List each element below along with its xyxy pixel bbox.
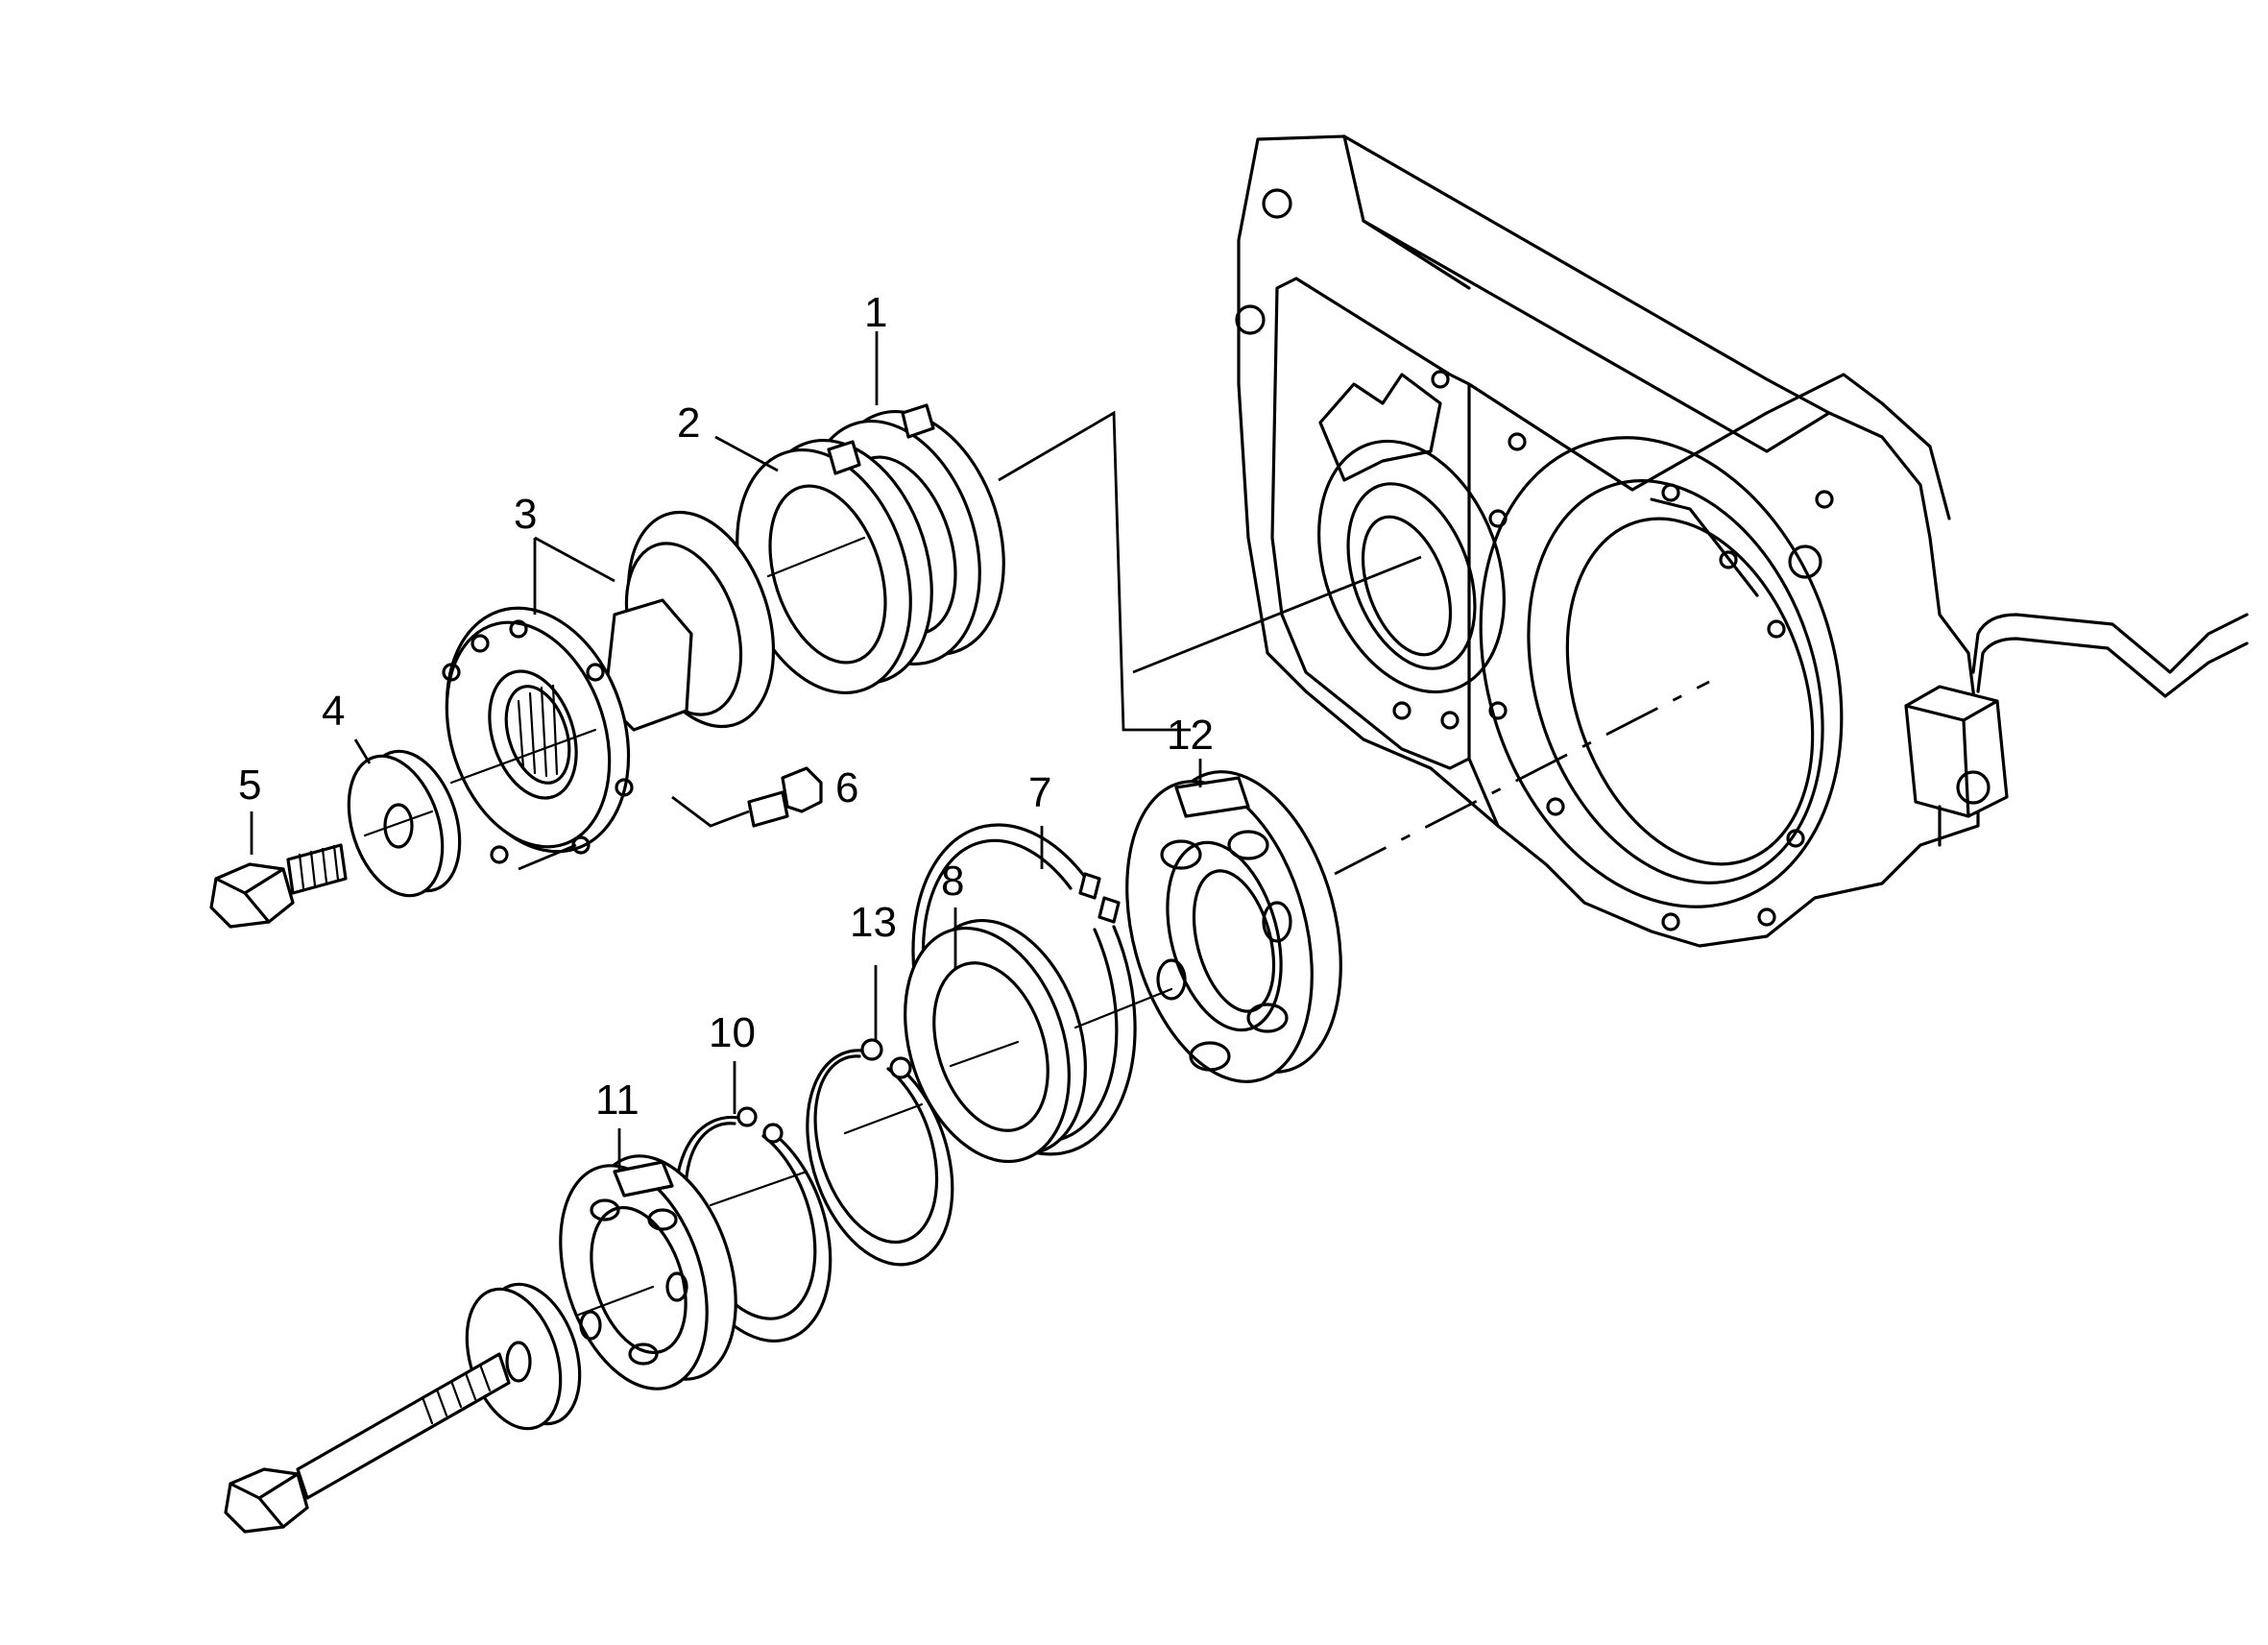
part-12-bearing: [1125, 770, 1342, 1083]
callout-3: 3: [514, 491, 537, 538]
callout-6: 6: [835, 764, 858, 811]
part-4-washer: [347, 749, 462, 898]
callout-1: 1: [864, 289, 887, 336]
callout-10: 10: [709, 1009, 756, 1056]
part-11-bearing: [559, 1154, 737, 1391]
callout-13: 13: [850, 899, 897, 946]
callout-8: 8: [941, 858, 964, 905]
callout-12: 12: [1167, 712, 1214, 759]
part-10-circlip: [674, 1106, 832, 1343]
installer-tool: [224, 1282, 582, 1534]
part-8-shim: [904, 918, 1087, 1164]
part-13-circlip: [806, 1038, 954, 1267]
part-6-bolt: [747, 766, 823, 828]
callout-5: 5: [238, 762, 261, 809]
callout-4: 4: [322, 688, 345, 735]
callout-11: 11: [595, 1077, 639, 1124]
callout-7: 7: [1028, 769, 1051, 816]
part-3-flange: [442, 510, 776, 864]
part-5-bolt: [209, 843, 348, 929]
callout-labels: 1 2 3 4 5 6 7 8 10 11 12 13: [238, 289, 1214, 1124]
callout-2: 2: [677, 399, 700, 447]
gearbox-housing: [1235, 134, 2249, 948]
callout-leaders: [250, 331, 1202, 1172]
assembly-lines: [363, 410, 1710, 1318]
